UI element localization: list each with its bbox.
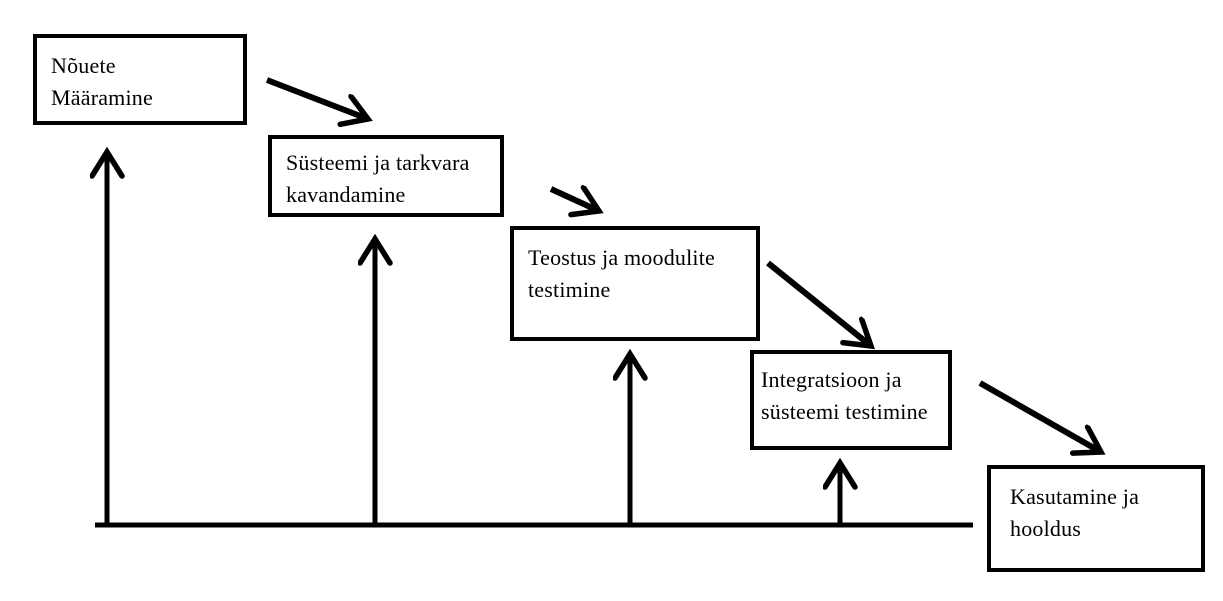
stage-label: Süsteemi ja tarkvara kavandamine <box>286 150 470 207</box>
stage-box-implementation: Teostus ja moodulite testimine <box>510 226 760 341</box>
stage-label: Teostus ja moodulite testimine <box>528 245 715 302</box>
stage-label: Nõuete Määramine <box>51 53 153 110</box>
flow-arrow-requirements-to-design <box>265 77 368 119</box>
stage-box-integration: Integratsioon ja süsteemi testimine <box>750 350 952 450</box>
stage-box-maintenance: Kasutamine ja hooldus <box>987 465 1205 572</box>
stage-label: Kasutamine ja hooldus <box>1010 484 1140 541</box>
flow-arrow-design-to-implementation <box>549 189 599 211</box>
stage-box-requirements: Nõuete Määramine <box>33 34 247 125</box>
flow-arrow-integration-to-maintenance <box>978 380 1101 452</box>
flow-arrow-implementation-to-integration <box>766 260 871 346</box>
stage-label: Integratsioon ja süsteemi testimine <box>761 367 928 424</box>
stage-box-design: Süsteemi ja tarkvara kavandamine <box>268 135 504 217</box>
